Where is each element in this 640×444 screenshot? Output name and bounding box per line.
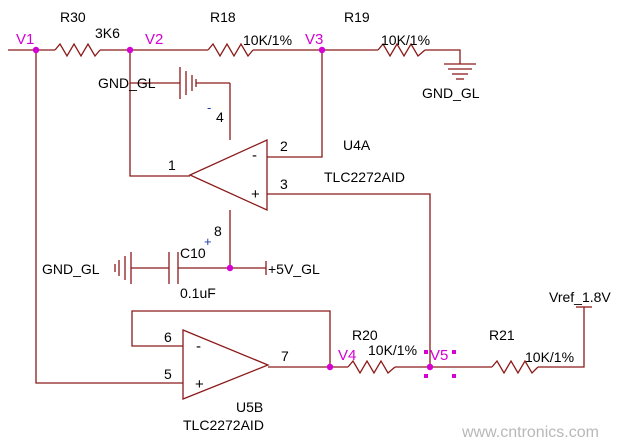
u5b-sign-minus: -	[196, 338, 201, 355]
gnd-label-top: GND_GL	[98, 75, 156, 91]
probe-marker-2	[452, 350, 456, 354]
r21-value: 10K/1%	[525, 349, 574, 365]
junction-v4	[326, 363, 334, 371]
junction-v2	[126, 46, 134, 54]
wire-v3-vertical	[267, 50, 323, 158]
r19-ref: R19	[344, 9, 370, 25]
u4a-pin-vplus: 8	[214, 223, 222, 239]
net-label-v5: V5	[430, 347, 448, 364]
c10-ref: C10	[180, 245, 206, 261]
u5b-ref: U5B	[236, 399, 263, 415]
u4a-pin-inv: 2	[280, 138, 288, 154]
gnd-label-r19: GND_GL	[422, 85, 480, 101]
u4a-ref: U4A	[343, 137, 371, 153]
ground-symbol-r19	[444, 63, 476, 80]
net-label-v2: V2	[145, 31, 163, 48]
u4a-sign-plus: +	[251, 186, 260, 203]
c10-value: 0.1uF	[180, 285, 216, 301]
u4a-pin-vminus: 4	[216, 109, 224, 125]
r30-value: 3K6	[95, 25, 120, 41]
u4a-pin8-vplus-mark: +	[204, 234, 212, 249]
net-label-v1: V1	[16, 31, 34, 48]
r18-ref: R18	[210, 9, 236, 25]
u4a-part: TLC2272AID	[324, 169, 405, 185]
resistor-r19	[377, 42, 426, 58]
net-label-v3: V3	[305, 31, 323, 48]
wire-u5b-feedback	[131, 310, 331, 367]
u5b-sign-plus: +	[195, 376, 204, 393]
watermark: www.cntronics.com	[461, 424, 599, 441]
junction-supply	[226, 264, 234, 272]
wire-v2-vertical	[129, 50, 190, 177]
wire-u4a-plus	[267, 193, 431, 367]
r30-ref: R30	[60, 9, 86, 25]
supply-label-5v: +5V_GL	[268, 261, 320, 277]
opamp-u4a-body	[188, 138, 268, 212]
resistor-r20	[347, 359, 396, 375]
ground-symbol-top	[179, 67, 197, 99]
resistor-r18	[207, 42, 254, 58]
r21-ref: R21	[489, 327, 515, 343]
junction-v1	[32, 46, 40, 54]
junction-v3	[318, 46, 326, 54]
ground-symbol-cap	[114, 252, 132, 284]
r20-value: 10K/1%	[368, 342, 417, 358]
u4a-pin4-vminus-mark: -	[207, 100, 211, 115]
r20-ref: R20	[352, 327, 378, 343]
u5b-part: TLC2272AID	[183, 417, 264, 433]
gnd-label-cap: GND_GL	[42, 261, 100, 277]
probe-marker-4	[452, 374, 456, 378]
resistor-r21	[491, 359, 539, 375]
wire-v1-vertical	[35, 50, 183, 384]
u5b-pin-inv: 6	[164, 329, 172, 345]
supply-label-vref: Vref_1.8V	[549, 289, 611, 305]
r18-value: 10K/1%	[243, 32, 292, 48]
u5b-pin-out: 7	[281, 348, 289, 364]
u4a-sign-minus: -	[252, 147, 257, 164]
junction-v5	[426, 363, 434, 371]
u4a-pin-noninv: 3	[280, 176, 288, 192]
r19-value: 10K/1%	[381, 32, 430, 48]
net-label-v4: V4	[338, 347, 356, 364]
opamp-u5b-body	[182, 329, 270, 400]
probe-marker-1	[424, 350, 428, 354]
wire-r21-vref	[538, 307, 585, 368]
probe-marker-3	[424, 374, 428, 378]
u4a-pin-out: 1	[168, 157, 176, 173]
wire-r19-gnd	[425, 49, 461, 64]
resistor-r30	[54, 42, 101, 58]
u5b-pin-noninv: 5	[164, 366, 172, 382]
